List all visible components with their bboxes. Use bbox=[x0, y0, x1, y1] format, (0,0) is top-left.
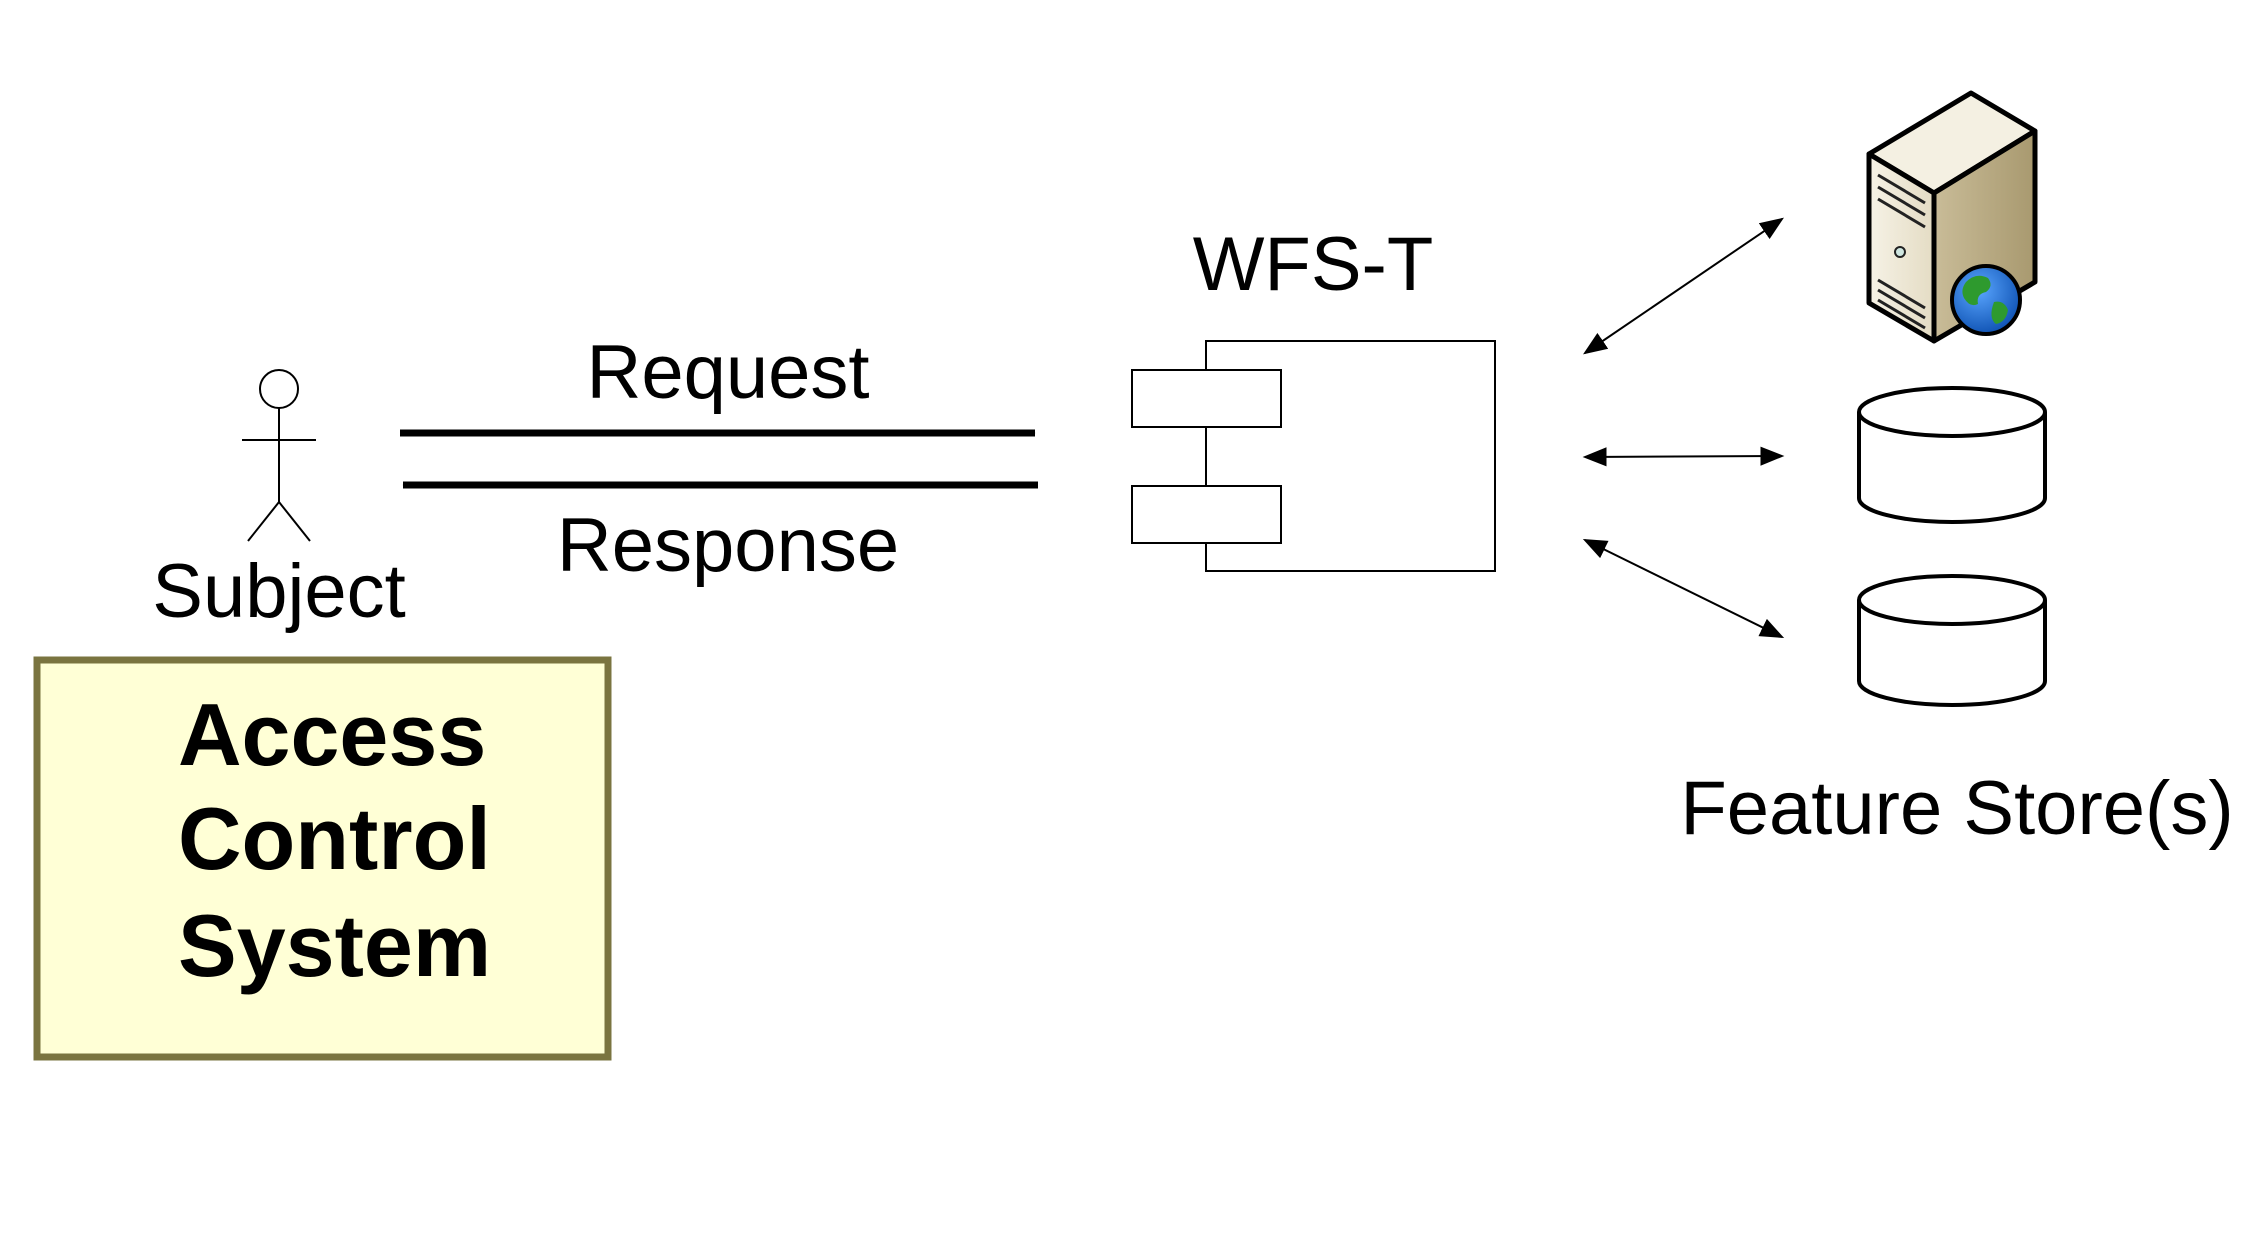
access-control-line-1: Access bbox=[178, 685, 486, 784]
access-control-box bbox=[33, 656, 612, 1061]
wfst-label: WFS-T bbox=[1193, 222, 1434, 307]
actor-icon bbox=[242, 369, 316, 542]
access-control-line-3: System bbox=[178, 896, 491, 995]
request-label: Request bbox=[586, 330, 869, 415]
component-icon bbox=[1131, 340, 1496, 572]
database-icon bbox=[1857, 386, 2047, 524]
feature-store-label: Feature Store(s) bbox=[1680, 766, 2233, 851]
response-label: Response bbox=[557, 503, 899, 588]
globe-icon bbox=[1950, 264, 2022, 336]
connector-server-arrow bbox=[1583, 217, 1784, 355]
web-server-icon bbox=[1866, 90, 2038, 344]
database-icon bbox=[1857, 574, 2047, 707]
connector-database-2-arrow bbox=[1582, 538, 1785, 639]
access-control-line-2: Control bbox=[178, 789, 491, 888]
subject-label: Subject bbox=[152, 549, 406, 634]
connector-database-1-arrow bbox=[1582, 446, 1785, 467]
